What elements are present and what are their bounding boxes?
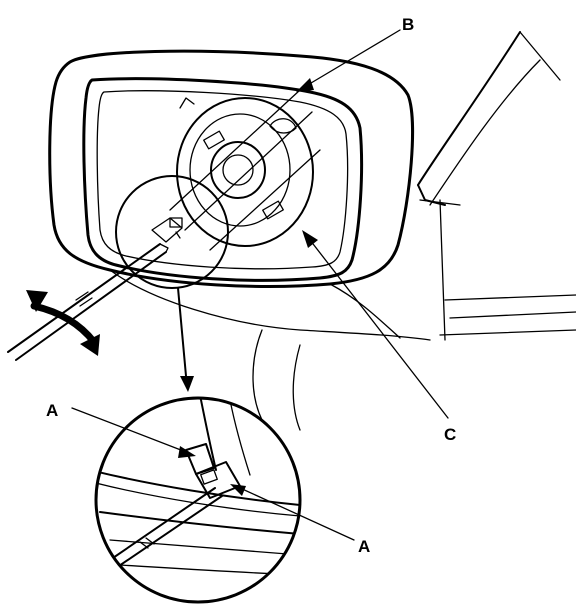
mirror-glass <box>82 77 364 282</box>
rotation-arrow-icon <box>26 290 100 356</box>
door-frame <box>252 31 576 431</box>
callout-b: B <box>402 15 414 34</box>
leader-a-right <box>230 484 355 541</box>
callout-a-left: A <box>46 401 58 420</box>
mirror-housing <box>48 49 431 341</box>
magnify-down-arrow-icon <box>177 287 194 392</box>
callout-a-right: A <box>358 537 370 556</box>
callout-c: C <box>444 425 456 444</box>
actuator-mount <box>169 89 321 251</box>
detail-magnified-view <box>94 396 302 604</box>
clip-detail-top <box>151 217 183 243</box>
trim-tool <box>7 243 169 361</box>
leader-b <box>296 29 401 92</box>
leader-c <box>302 230 449 419</box>
magnify-circle-top <box>115 175 229 289</box>
leader-a-left <box>71 407 196 458</box>
